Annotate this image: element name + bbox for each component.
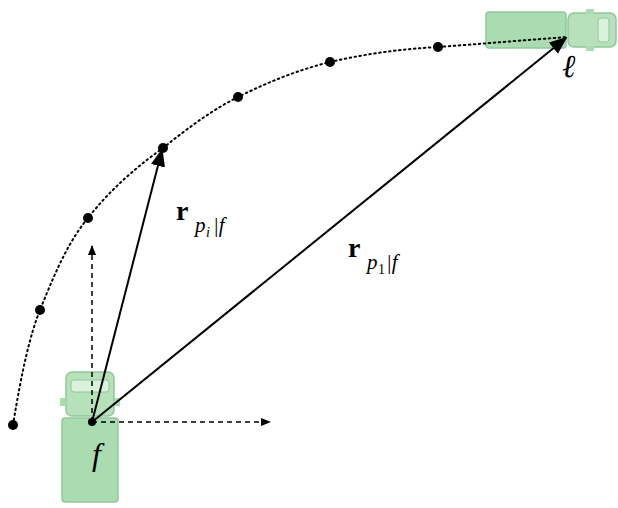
subscript: |f bbox=[386, 252, 398, 273]
vector-symbol: r bbox=[348, 234, 360, 262]
axis-x bbox=[92, 421, 270, 423]
leader-truck bbox=[486, 9, 616, 51]
subscript: p bbox=[367, 252, 378, 273]
vector-symbol: r bbox=[176, 197, 188, 225]
frame-label: ℓ bbox=[562, 50, 575, 82]
frame-origin bbox=[88, 418, 96, 426]
subscript: |f bbox=[213, 215, 225, 236]
dotted-trajectory bbox=[13, 37, 568, 425]
vector-arrow bbox=[92, 38, 566, 422]
follower-truck bbox=[60, 372, 120, 502]
axis-y bbox=[91, 246, 93, 422]
subscript: i bbox=[206, 226, 210, 240]
path-points bbox=[8, 42, 443, 430]
vector-arrow bbox=[92, 150, 162, 422]
subscript: 1 bbox=[378, 263, 385, 277]
frame-label: f bbox=[92, 438, 101, 470]
subscript: p bbox=[195, 215, 206, 236]
